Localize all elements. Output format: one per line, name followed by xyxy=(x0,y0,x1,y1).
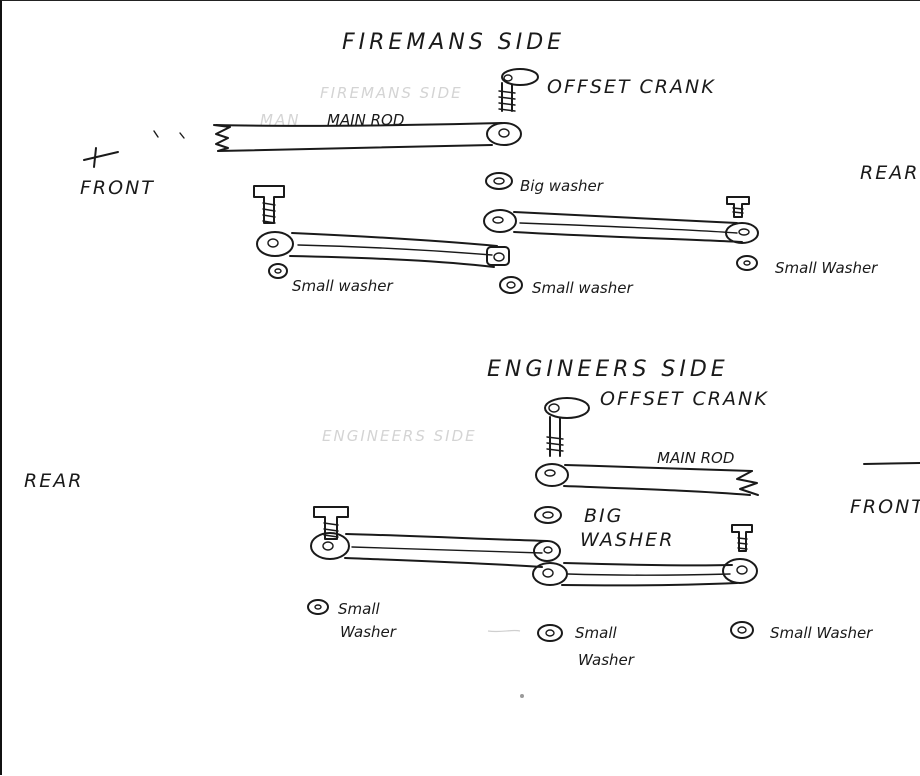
engineer-small-washer-middle-label-1: Small xyxy=(575,624,617,642)
engineer-main-rod xyxy=(535,463,759,496)
engineer-big-washer-label-1: BIG xyxy=(584,505,623,527)
engineer-side-title: ENGINEERS SIDE xyxy=(487,357,729,382)
fireman-offset-crank-label: OFFSET CRANK xyxy=(547,76,716,98)
engineer-left-bolt xyxy=(313,506,349,540)
fireman-right-link xyxy=(483,209,759,244)
faint-fireman-title: FIREMANS SIDE xyxy=(320,84,463,102)
fireman-rear-label: REAR xyxy=(860,162,919,184)
engineer-right-bolt xyxy=(731,524,753,552)
faint-engineer-title: ENGINEERS SIDE xyxy=(322,427,477,445)
fireman-offset-crank xyxy=(498,68,539,112)
engineer-left-link xyxy=(310,532,561,568)
fireman-left-link xyxy=(256,231,510,268)
fireman-main-rod-label: MAIN ROD xyxy=(327,111,404,129)
engineer-small-washer-right xyxy=(730,621,754,639)
faint-main-rod-label: MAN xyxy=(260,111,300,129)
fireman-small-washer-right-label: Small Washer xyxy=(775,259,878,277)
engineer-small-washer-left xyxy=(307,599,329,615)
fireman-side-title: FIREMANS SIDE xyxy=(342,30,565,55)
engineer-front-arrow xyxy=(863,462,920,465)
fireman-small-washer-middle xyxy=(499,276,523,294)
fireman-front-label: FRONT xyxy=(80,177,155,199)
fireman-front-arrow xyxy=(83,147,119,168)
fireman-small-washer-right xyxy=(736,255,758,271)
engineer-big-washer-label-2: WASHER xyxy=(580,529,674,551)
engineer-front-label: FRONT xyxy=(850,496,920,518)
fireman-big-washer xyxy=(485,172,513,190)
fireman-right-bolt xyxy=(726,196,750,218)
engineer-small-washer-right-label: Small Washer xyxy=(770,624,873,642)
engineer-small-washer-middle xyxy=(537,624,563,642)
engineer-main-rod-label: MAIN ROD xyxy=(657,449,734,467)
engineer-rear-label: REAR xyxy=(24,470,83,492)
engineer-small-washer-middle-label-2: Washer xyxy=(578,651,635,669)
engineer-offset-crank xyxy=(544,397,590,457)
fireman-small-washer-left xyxy=(268,263,288,279)
engineer-small-washer-left-label-2: Washer xyxy=(340,623,397,641)
fireman-small-washer-middle-label: Small washer xyxy=(532,279,633,297)
engineer-right-link xyxy=(532,558,758,587)
fireman-main-rod xyxy=(213,122,522,152)
fireman-small-washer-left-label: Small washer xyxy=(292,277,393,295)
engineer-big-washer xyxy=(534,506,562,524)
fireman-left-bolt xyxy=(253,185,285,224)
engineer-offset-crank-label: OFFSET CRANK xyxy=(600,388,769,410)
engineer-small-washer-left-label-1: Small xyxy=(338,600,380,618)
stray-marks xyxy=(153,130,524,698)
fireman-big-washer-label: Big washer xyxy=(520,177,604,195)
